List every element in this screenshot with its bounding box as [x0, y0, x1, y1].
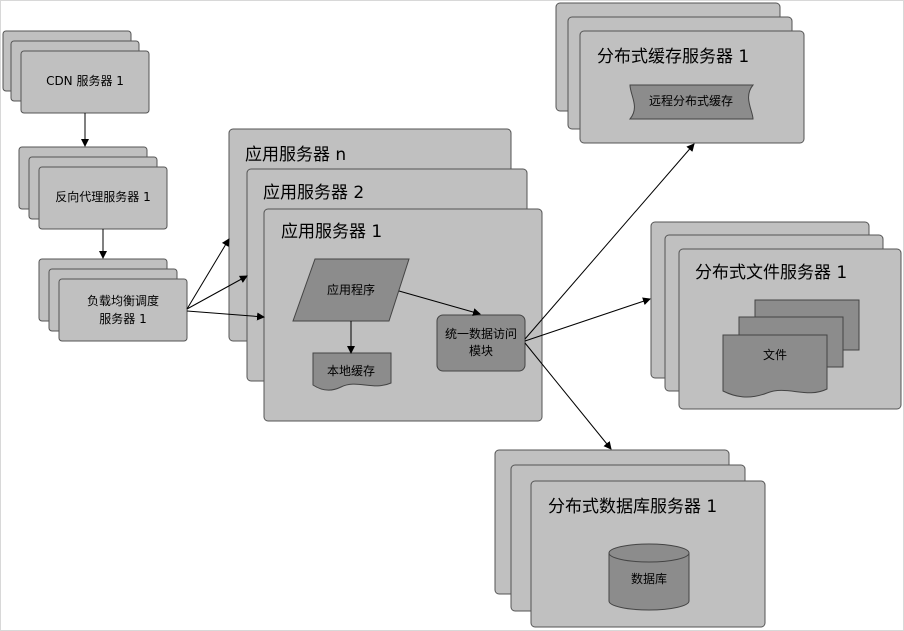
local-cache-label: 本地缓存 — [327, 364, 375, 378]
app-server-n-label: 应用服务器 n — [245, 145, 346, 165]
remote-cache-shape — [628, 84, 755, 120]
file-shape — [722, 334, 828, 398]
db-server-label: 分布式数据库服务器 1 — [548, 497, 717, 517]
load-balancer-stack: 负载均衡调度 服务器 1 — [38, 258, 188, 342]
unified-access-node: 统一数据访问 模块 — [436, 314, 526, 372]
local-cache-node: 本地缓存 — [312, 352, 392, 391]
app-program-shape — [292, 258, 410, 322]
local-cache-shape — [312, 352, 392, 391]
cache-server-label: 分布式缓存服务器 1 — [597, 47, 749, 67]
edge-program-to-access — [398, 290, 481, 316]
file-server-stack: 分布式文件服务器 1 文件 — [650, 221, 902, 410]
edge-balancer-to-app-n — [186, 238, 230, 310]
cdn-server-label: CDN 服务器 1 — [46, 73, 124, 88]
edge-access-to-cache-server — [524, 143, 695, 340]
database-cylinder-body — [608, 553, 690, 611]
unified-access-label-line1: 统一数据访问 — [445, 326, 517, 341]
file-server-label: 分布式文件服务器 1 — [695, 263, 847, 283]
reverse-proxy-label: 反向代理服务器 1 — [55, 189, 150, 204]
edge-access-to-db-server — [524, 342, 612, 450]
app-server-1-label: 应用服务器 1 — [281, 222, 382, 242]
load-balancer-label-line1: 负载均衡调度 — [87, 293, 159, 308]
database-cylinder-top — [608, 543, 690, 563]
reverse-proxy-stack: 反向代理服务器 1 — [18, 146, 168, 230]
unified-access-shape — [436, 314, 526, 372]
edge-access-to-file-server — [524, 297, 651, 342]
app-program-node: 应用程序 — [292, 258, 410, 322]
file-label: 文件 — [763, 347, 787, 362]
cache-server-stack: 分布式缓存服务器 1 远程分布式缓存 — [555, 2, 805, 144]
app-program-label: 应用程序 — [327, 282, 375, 297]
unified-access-label-line2: 模块 — [469, 344, 493, 358]
edge-balancer-to-app-2 — [186, 275, 248, 310]
database-label: 数据库 — [631, 571, 667, 586]
remote-cache-label: 远程分布式缓存 — [649, 93, 733, 108]
load-balancer-card — [58, 278, 188, 342]
db-server-stack: 分布式数据库服务器 1 数据库 — [494, 449, 766, 628]
edge-balancer-to-app-1 — [186, 310, 265, 321]
load-balancer-label-line2: 服务器 1 — [99, 311, 146, 326]
app-server-2-label: 应用服务器 2 — [263, 183, 364, 203]
cdn-server-stack: CDN 服务器 1 — [2, 30, 150, 114]
